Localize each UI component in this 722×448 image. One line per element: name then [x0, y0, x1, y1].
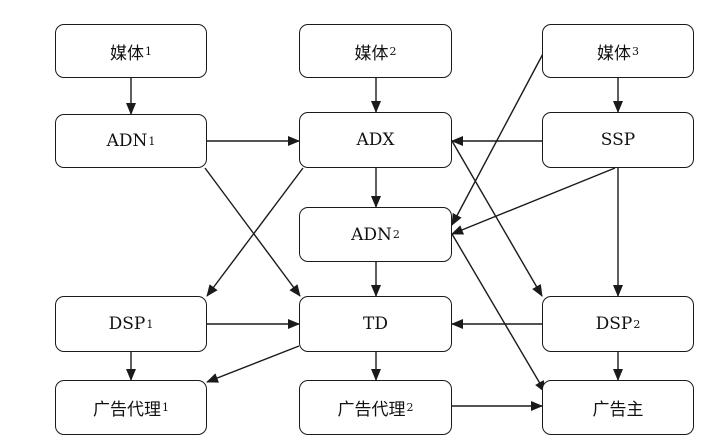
edge-adx-to-dsp1 [206, 167, 304, 297]
node-media-2-label: 媒体 [354, 43, 389, 64]
node-dsp-2-sub: 2 [633, 317, 641, 331]
node-td-label: TD [363, 314, 388, 334]
node-advertiser: 广告主 [542, 380, 694, 435]
node-adx-label: ADX [356, 130, 395, 150]
node-adn-2-sub: 2 [392, 228, 400, 241]
node-ad-agency-1-label: 广告代理 [93, 400, 161, 420]
edge-adn2-to-advertiser [451, 233, 546, 393]
node-adn-1-sub: 1 [148, 134, 156, 148]
node-adn-1-label: ADN [106, 131, 148, 151]
node-media-3-label: 媒体 [597, 43, 631, 64]
node-media-2-sub: 2 [389, 44, 397, 58]
node-media-1-label: 媒体 [110, 43, 144, 64]
node-ssp: SSP [542, 112, 694, 168]
node-adn-2-label: ADN [351, 224, 392, 245]
edge-ssp-to-adn2 [451, 167, 616, 235]
node-ad-agency-1-sub: 1 [162, 401, 169, 414]
node-dsp-2-label: DSP [595, 314, 633, 334]
node-adx: ADX [299, 112, 452, 168]
node-dsp-1-sub: 1 [146, 317, 154, 331]
node-ssp-label: SSP [600, 130, 636, 150]
node-td: TD [299, 296, 452, 352]
node-dsp-1-label: DSP [108, 314, 146, 334]
node-advertiser-label: 广告主 [592, 400, 644, 420]
edge-media3-to-adn2 [451, 49, 546, 226]
node-ad-agency-2-sub: 2 [406, 401, 414, 414]
node-ad-agency-2-label: 广告代理 [337, 400, 406, 420]
node-media-3-sub: 3 [632, 44, 639, 58]
edge-adx-to-dsp2 [451, 140, 543, 297]
edge-adn1-to-td [204, 167, 301, 297]
edge-td-to-agency1 [206, 345, 300, 383]
node-media-1-sub: 1 [145, 44, 152, 58]
